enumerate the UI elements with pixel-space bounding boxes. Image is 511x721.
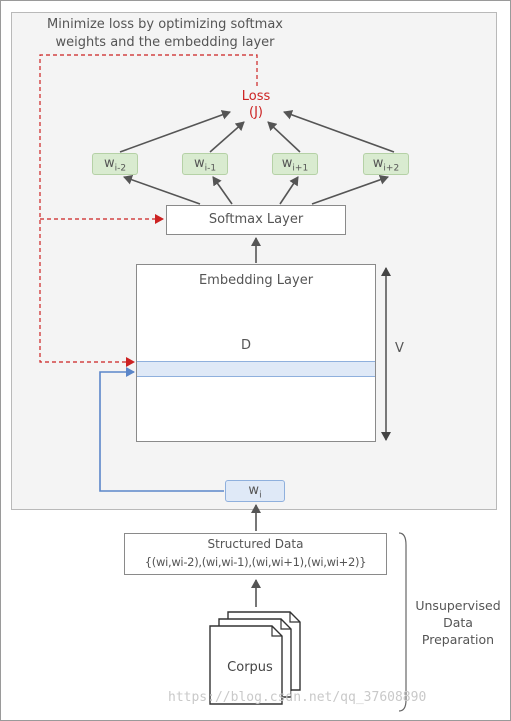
- input-word-sub: i: [259, 490, 262, 501]
- loss-feedback-path: [39, 54, 258, 367]
- context-word-box: wi+1: [272, 153, 318, 175]
- embedding-layer-box: Embedding Layer: [136, 264, 376, 442]
- structured-data-tuples: {(wi,wi-2),(wi,wi-1),(wi,wi+1),(wi,wi+2)…: [144, 555, 367, 569]
- context-word-sub: i+2: [383, 163, 400, 174]
- vocab-label: V: [395, 341, 404, 356]
- context-word-base: w: [103, 156, 115, 171]
- arrow-ctx1-to-loss: [119, 110, 231, 153]
- embedding-row-highlight: [137, 361, 375, 377]
- watermark: https://blog.csdn.net/qq_37608890: [168, 690, 427, 705]
- arrow-softmax-to-ctx1: [123, 174, 201, 205]
- arrow-ctx2-to-loss: [209, 121, 245, 153]
- loss-label-line2: (J): [249, 105, 263, 120]
- context-word-box: wi-2: [92, 153, 138, 175]
- softmax-layer-box: Softmax Layer: [166, 205, 346, 235]
- corpus-document-icon: [209, 611, 301, 705]
- context-word-sub: i-1: [204, 163, 217, 174]
- embedding-layer-title: Embedding Layer: [198, 273, 314, 288]
- input-word-base: w: [248, 483, 260, 498]
- context-word-box: wi+2: [363, 153, 409, 175]
- arrow-softmax-to-ctx4: [311, 174, 389, 205]
- arrow-softmax-to-ctx2: [212, 176, 233, 205]
- arrow-ctx4-to-loss: [283, 110, 395, 153]
- input-word-box: wi: [225, 480, 285, 502]
- unsupervised-bracket: [398, 532, 407, 712]
- structured-data-box: Structured Data {(wi,wi-2),(wi,wi-1),(wi…: [124, 533, 387, 575]
- corpus-label: Corpus: [227, 660, 273, 675]
- context-word-sub: i+1: [292, 163, 309, 174]
- arrow-softmax-to-ctx3: [279, 176, 299, 205]
- unsupervised-label: Unsupervised Data Preparation: [415, 598, 501, 647]
- context-word-base: w: [193, 156, 205, 171]
- context-word-box: wi-1: [182, 153, 228, 175]
- diagram-title: Minimize loss by optimizing softmax weig…: [47, 17, 283, 50]
- loss-label: Loss (J): [228, 89, 284, 121]
- context-word-base: w: [372, 156, 384, 171]
- loss-label-line1: Loss: [241, 89, 271, 104]
- lookup-path: [99, 367, 224, 492]
- structured-data-title: Structured Data: [207, 537, 304, 551]
- dimension-label: D: [240, 338, 251, 353]
- context-word-base: w: [281, 156, 293, 171]
- arrow-ctx3-to-loss: [267, 121, 301, 153]
- context-word-sub: i-2: [114, 163, 127, 174]
